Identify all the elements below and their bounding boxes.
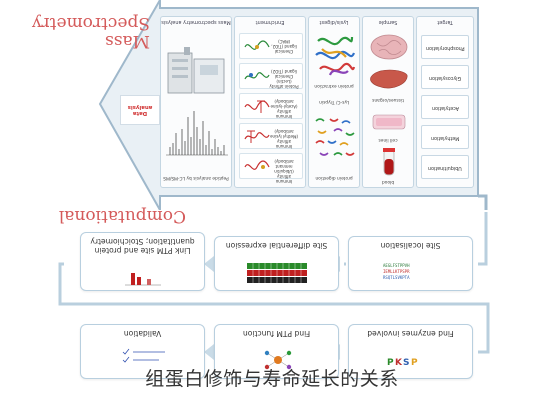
figure-caption: 组蛋白修饰与寿命延长的关系	[145, 368, 399, 390]
svg-text:RSQTLSVKPTA: RSQTLSVKPTA	[383, 275, 410, 280]
peptides-icon	[315, 118, 355, 156]
svg-text:P: P	[411, 358, 418, 368]
find-ptm-function-box: Find PTM function	[214, 324, 339, 379]
bar-chart-icon	[125, 273, 161, 286]
spectrum-plot-icon	[166, 111, 228, 156]
target-ubiquitination: Ubiquitination	[421, 155, 469, 179]
link-ptm-quantitation-box: Link PTM site and protein quantitation; …	[80, 232, 205, 291]
ligand-icon	[244, 40, 270, 50]
liver-icon	[370, 69, 408, 89]
mass-spectrometer-icon	[167, 47, 225, 94]
validation-box: Validation	[80, 324, 205, 379]
enrichment-item-5: Immuno affinity (Ubiquitin remnant antib…	[239, 153, 303, 184]
enrichment-item-1: Chemical ligand (TiO2, IMAC)	[239, 33, 303, 59]
target-methylation: Methylation	[421, 125, 469, 149]
column-sample: Sample tissues/organs cell lines blood	[362, 16, 414, 188]
brain-icon	[370, 34, 408, 60]
petri-dish-icon	[372, 114, 406, 130]
site-differential-expression-box: Site differential expression	[214, 236, 339, 291]
svg-text:S: S	[403, 358, 409, 368]
target-acetylation: Acetylation	[421, 95, 469, 119]
svg-text:P: P	[387, 358, 394, 368]
target-phosphorylation: Phosphorylation	[421, 35, 469, 59]
enrichment-item-4: Immuno affinity (Methyl lysine antibody)	[239, 123, 303, 149]
blood-tube-icon	[383, 148, 395, 176]
target-glycosylation: Glycosylation	[421, 65, 469, 89]
site-localisation-box: Site localisation AEGLFSTPPVH IEMLLKTPSP…	[348, 236, 473, 291]
column-lysis: Lysis/digest protein extraction Lys-C/ T…	[308, 16, 360, 188]
antibody-icon	[244, 100, 270, 113]
network-icon	[264, 350, 292, 370]
protein-structure-icon	[315, 36, 356, 76]
antibody-icon	[244, 130, 270, 143]
svg-text:K: K	[395, 358, 403, 368]
svg-text:AEGLFSTPPVH: AEGLFSTPPVH	[383, 263, 410, 268]
column-ms-analysis: Mass spectrometry analysis	[160, 16, 232, 188]
data-analysis-box: Data analysis	[120, 95, 160, 125]
enrichment-item-3: Immuno affinity (Acetyl-lysine antibody)	[239, 93, 303, 119]
antibody-icon	[244, 160, 270, 170]
heatmap-icon	[247, 263, 307, 283]
enrichment-item-2: Protein affinity (Lectin) Chemical ligan…	[239, 63, 303, 89]
lectin-icon	[244, 72, 270, 80]
svg-text:IEMLLKTPSPR: IEMLLKTPSPR	[383, 269, 410, 274]
column-target: Target Phosphorylation Glycosylation Ace…	[416, 16, 474, 188]
column-enrichment: Enrichment Chemical ligand (TiO2, IMAC) …	[234, 16, 306, 188]
checklist-icon	[122, 348, 165, 363]
sequence-alignment-icon: AEGLFSTPPVH IEMLLKTPSPR RSQTLSVKPTA	[383, 263, 410, 280]
